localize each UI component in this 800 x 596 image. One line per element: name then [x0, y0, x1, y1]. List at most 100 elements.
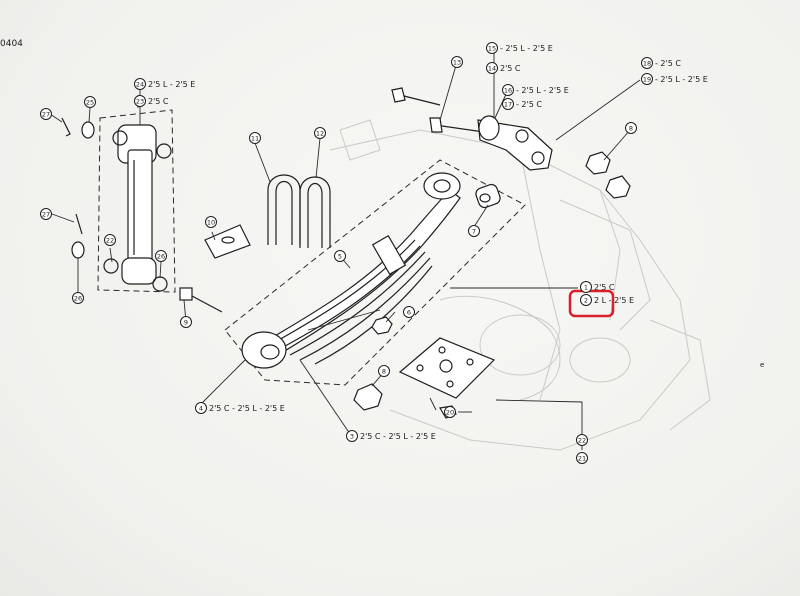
callout-circle	[580, 294, 592, 306]
callout-circle	[40, 108, 52, 120]
callout-label: - 2'5 C	[516, 100, 542, 109]
callout-circle	[444, 406, 456, 418]
callout-c8a: 8	[625, 122, 637, 134]
callout-number: 6	[407, 309, 411, 317]
bolt	[179, 287, 223, 313]
callout-label: - 2'5 L - 2'5 E	[500, 44, 553, 53]
callout-number: 26	[157, 253, 165, 261]
callout-number: 17	[504, 101, 512, 109]
callout-circle	[502, 98, 514, 110]
callout-c27b: 27	[40, 208, 52, 220]
callout-number: 7	[472, 228, 476, 236]
callout-c19: 19 - 2'5 L - 2'5 E	[641, 73, 708, 85]
callout-c10: 10	[205, 216, 217, 228]
callout-circle	[486, 62, 498, 74]
callout-number: 22	[578, 437, 586, 445]
callout-circle	[502, 84, 514, 96]
callout-c8b: 8	[378, 365, 390, 377]
plate	[204, 224, 251, 259]
callout-c25: 25	[84, 96, 96, 108]
callout-number: 26	[74, 295, 82, 303]
callout-number: 10	[207, 219, 215, 227]
leaf-spring	[224, 159, 526, 386]
callout-label: 2'5 C - 2'5 L - 2'5 E	[209, 404, 285, 413]
nut-lower	[353, 383, 383, 411]
callout-circle	[580, 281, 592, 293]
callout-number: 9	[184, 319, 188, 327]
callout-number: 2	[584, 297, 588, 305]
callout-circle	[314, 127, 326, 139]
callout-circle	[641, 57, 653, 69]
callout-label: 2'5 L - 2'5 E	[148, 80, 195, 89]
callout-c6: 6	[403, 306, 415, 318]
callout-circle	[486, 42, 498, 54]
callout-number: 24	[136, 81, 144, 89]
chassis-ghost-outline	[329, 119, 711, 451]
callout-circle	[576, 434, 588, 446]
callout-circle	[205, 216, 217, 228]
callout-number: 20	[446, 409, 454, 417]
spring-seat-plate	[398, 337, 496, 419]
callout-label: 2'5 C	[594, 283, 615, 292]
pins-washers	[61, 117, 95, 259]
callout-number: 27	[42, 111, 50, 119]
callout-number: 15	[488, 45, 496, 53]
callout-c18: 18- 2'5 C	[641, 57, 681, 69]
svg-text:e: e	[760, 361, 764, 369]
callout-circle	[134, 78, 146, 90]
callout-circle	[72, 292, 84, 304]
u-bolts	[254, 137, 331, 248]
callout-c12: 12	[314, 127, 326, 139]
callout-number: 19	[643, 76, 651, 84]
callout-c22a: 22	[576, 434, 588, 446]
shackle	[391, 87, 553, 171]
callout-c4: 4 2'5 C - 2'5 L - 2'5 E	[195, 402, 285, 414]
callout-label: 2'5 C	[148, 97, 169, 106]
callout-number: 8	[629, 125, 633, 133]
callout-circle	[155, 250, 167, 262]
callout-circle	[378, 365, 390, 377]
callout-circle	[641, 73, 653, 85]
callout-c26b: 26	[155, 250, 167, 262]
callout-c21: 21	[576, 452, 588, 464]
callout-c27a: 27	[40, 108, 52, 120]
callout-circle	[180, 316, 192, 328]
callout-number: 22	[106, 237, 114, 245]
callout-circle	[195, 402, 207, 414]
callout-number: 14	[488, 65, 496, 73]
callout-c26a: 26	[72, 292, 84, 304]
callout-c20: 20	[444, 406, 456, 418]
callout-number: 5	[338, 253, 342, 261]
callout-c17: 17 - 2'5 C	[502, 98, 542, 110]
callout-number: 23	[136, 98, 144, 106]
callout-c9: 9	[180, 316, 192, 328]
callout-c14: 14 2'5 C	[486, 62, 521, 74]
callout-circle	[40, 208, 52, 220]
callout-circle	[451, 56, 463, 68]
callout-number: 11	[251, 135, 259, 143]
leader-lines	[49, 48, 641, 450]
nut-upper	[585, 151, 631, 199]
callout-circle	[249, 132, 261, 144]
callout-circle	[134, 95, 146, 107]
callout-number: 16	[504, 87, 512, 95]
callout-number: 21	[578, 455, 586, 463]
callout-number: 18	[643, 60, 651, 68]
callout-circle	[104, 234, 116, 246]
bushing	[475, 183, 501, 209]
callout-number: 13	[453, 59, 461, 67]
callout-c23: 23 2'5 C	[134, 95, 169, 107]
callout-label: 2'5 C	[500, 64, 521, 73]
callout-c24: 24 2'5 L - 2'5 E	[134, 78, 195, 90]
callout-number: 4	[199, 405, 203, 413]
callout-circle	[468, 225, 480, 237]
callout-label: - 2'5 L - 2'5 E	[655, 75, 708, 84]
callout-number: 12	[316, 130, 324, 138]
callout-circle	[403, 306, 415, 318]
